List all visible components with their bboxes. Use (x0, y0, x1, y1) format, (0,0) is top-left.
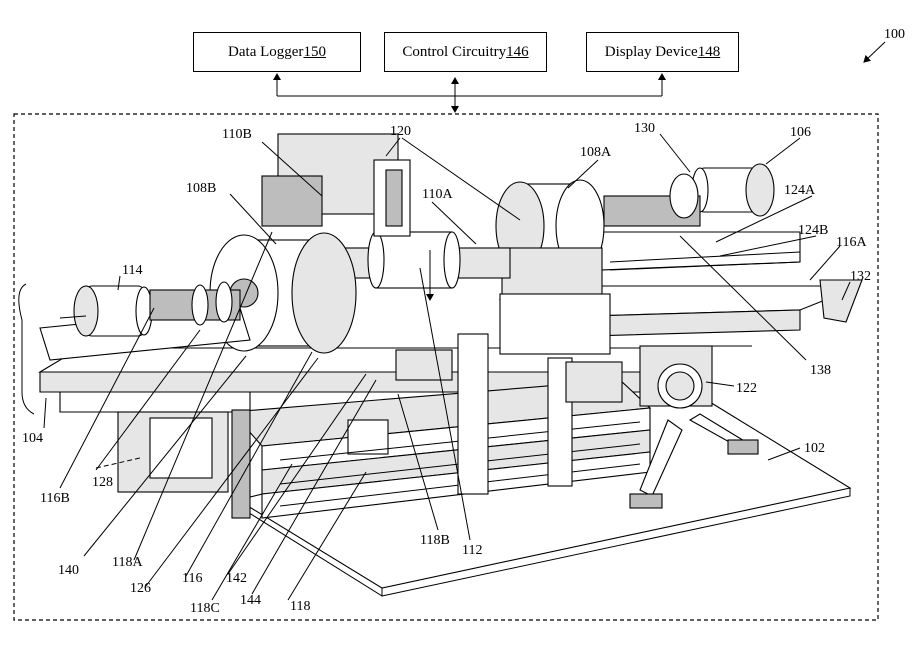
label-108B: 108B (186, 181, 216, 196)
display-device-box: Display Device 148 (586, 32, 739, 72)
label-124A: 124A (784, 183, 816, 198)
label-118C: 118C (190, 601, 220, 616)
system-ref-label: 100 (884, 27, 905, 42)
label-142: 142 (226, 571, 247, 586)
data-logger-box: Data Logger 150 (193, 32, 361, 72)
right-motor (603, 163, 775, 227)
label-124B: 124B (798, 223, 828, 238)
platform-bracket (18, 283, 35, 415)
label-138: 138 (810, 363, 831, 378)
label-104: 104 (22, 431, 43, 446)
label-116A: 116A (836, 235, 867, 250)
label-114: 114 (122, 263, 142, 278)
label-120: 120 (390, 124, 411, 139)
label-112: 112 (462, 543, 482, 558)
label-126: 126 (130, 581, 151, 596)
label-118B: 118B (420, 533, 450, 548)
label-144: 144 (240, 593, 261, 608)
apparatus-boundary (13, 113, 879, 621)
label-106: 106 (790, 125, 811, 140)
support-leg (629, 413, 759, 509)
label-110B: 110B (222, 127, 252, 142)
display-device-ref: 148 (697, 43, 721, 60)
label-116: 116 (182, 571, 202, 586)
data-logger-label: Data Logger (228, 43, 304, 60)
left-motor (39, 281, 251, 361)
label-102: 102 (804, 441, 825, 456)
label-116B: 116B (40, 491, 70, 506)
label-128: 128 (92, 475, 113, 490)
control-circuitry-label: Control Circuitry (402, 43, 507, 60)
signal-connectors (273, 73, 666, 113)
label-132: 132 (850, 269, 871, 284)
label-118: 118 (290, 599, 310, 614)
label-108A: 108A (580, 145, 612, 160)
label-110A: 110A (422, 187, 453, 202)
right-roller (495, 179, 611, 355)
system-arrow (863, 41, 886, 63)
data-logger-ref: 150 (303, 43, 326, 60)
leader-lines (43, 133, 851, 601)
gear-box (639, 345, 752, 409)
control-circuitry-box: Control Circuitry 146 (384, 32, 547, 72)
control-circuitry-ref: 146 (506, 43, 529, 60)
display-device-label: Display Device (604, 43, 698, 60)
label-118A: 118A (112, 555, 143, 570)
center-sled (395, 333, 623, 495)
label-130: 130 (634, 121, 655, 136)
reference-labels: 110B 120 108A 130 106 108B 110A 124A 124… (22, 121, 871, 616)
label-140: 140 (58, 563, 79, 578)
label-122: 122 (736, 381, 757, 396)
